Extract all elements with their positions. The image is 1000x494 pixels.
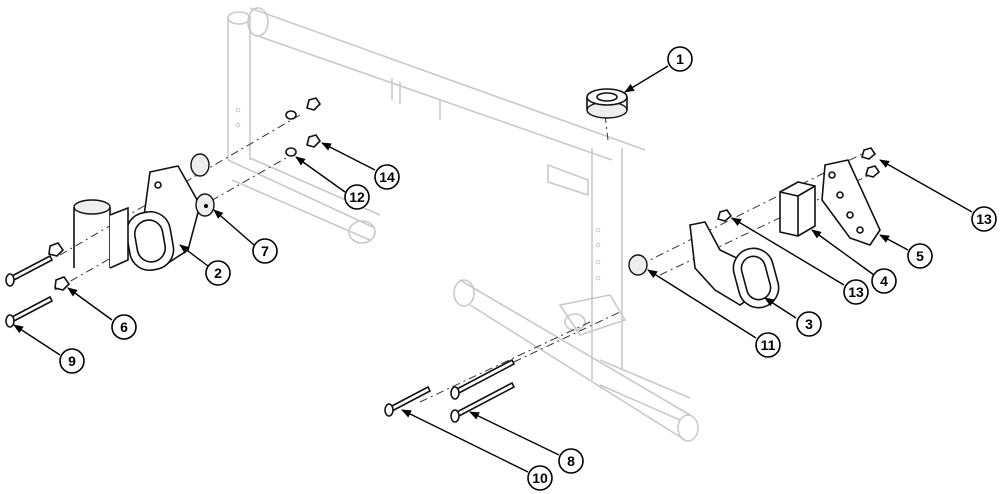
ring-nut-part bbox=[586, 88, 628, 119]
svg-text:4: 4 bbox=[880, 273, 888, 289]
svg-text:7: 7 bbox=[261, 243, 269, 259]
left-tube-clamp-part bbox=[73, 199, 129, 269]
callout-13-right: 13 bbox=[971, 206, 997, 232]
callout-8: 8 bbox=[558, 448, 584, 474]
right-nut-parts bbox=[717, 147, 881, 222]
callout-10: 10 bbox=[527, 465, 553, 491]
right-loop-bracket-part bbox=[689, 221, 780, 309]
right-mounting-plate-part bbox=[821, 159, 881, 246]
callout-2: 2 bbox=[205, 260, 231, 286]
svg-text:9: 9 bbox=[68, 353, 76, 369]
svg-text:2: 2 bbox=[214, 265, 222, 281]
svg-text:3: 3 bbox=[805, 316, 813, 332]
svg-text:14: 14 bbox=[379, 169, 395, 185]
callout-4: 4 bbox=[871, 268, 897, 294]
callout-5: 5 bbox=[907, 243, 933, 269]
wheelchair-frame bbox=[227, 7, 699, 442]
callout-9: 9 bbox=[59, 348, 85, 374]
svg-text:13: 13 bbox=[976, 211, 992, 227]
long-bolt-parts bbox=[384, 358, 516, 423]
left-nut-part bbox=[48, 242, 71, 291]
callout-leaders bbox=[13, 65, 973, 473]
svg-text:12: 12 bbox=[349, 189, 365, 205]
svg-text:11: 11 bbox=[761, 337, 776, 353]
svg-text:5: 5 bbox=[916, 248, 924, 264]
callout-1: 1 bbox=[667, 46, 693, 72]
callout-3: 3 bbox=[796, 311, 822, 337]
callout-13-left: 13 bbox=[843, 279, 869, 305]
callout-6: 6 bbox=[111, 314, 137, 340]
svg-text:10: 10 bbox=[532, 470, 548, 486]
small-nut-parts bbox=[285, 97, 322, 157]
svg-text:1: 1 bbox=[676, 51, 684, 67]
callout-7: 7 bbox=[252, 238, 278, 264]
left-spacer-part bbox=[190, 153, 215, 217]
left-bolt-part bbox=[5, 254, 54, 328]
svg-text:8: 8 bbox=[567, 453, 575, 469]
svg-text:6: 6 bbox=[120, 319, 128, 335]
callout-11: 11 bbox=[755, 332, 781, 358]
spacer-block-part bbox=[779, 181, 816, 237]
svg-text:13: 13 bbox=[848, 284, 864, 300]
right-spacer-part bbox=[628, 254, 648, 276]
callout-14: 14 bbox=[374, 164, 400, 190]
left-loop-bracket-part bbox=[125, 165, 201, 272]
callout-12: 12 bbox=[344, 184, 370, 210]
